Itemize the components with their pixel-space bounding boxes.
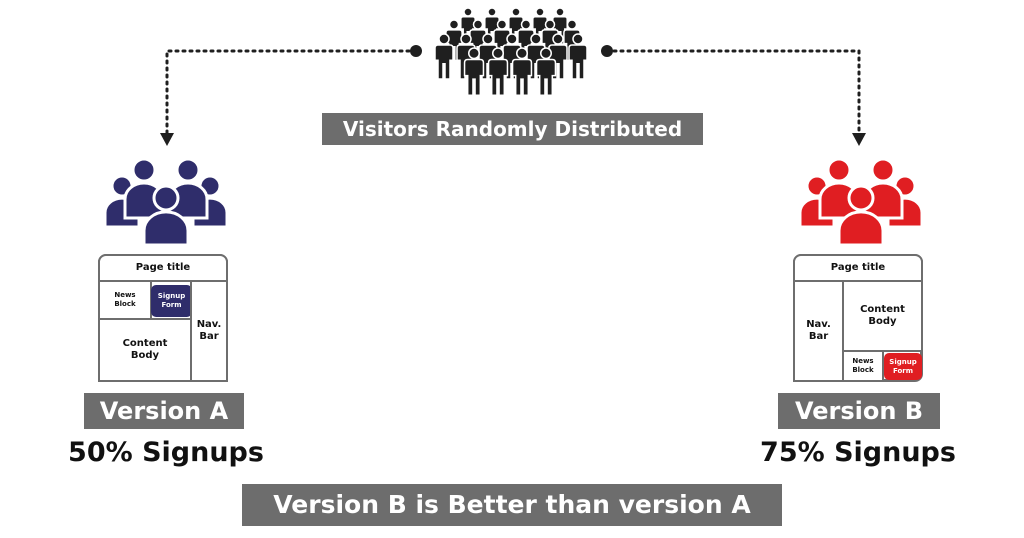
wireframe-content-body: Content Body [842,280,923,352]
version-b-label: Version B [778,393,940,429]
user-group-icon [799,157,923,244]
wireframe-content-body: Content Body [98,318,192,382]
wireframe-page-title: Page title [98,254,228,282]
wireframe-news-block: News Block [98,280,152,320]
version-b-result: 75% Signups [760,437,956,468]
connector-left [160,45,422,146]
arrow-down-icon [160,133,174,146]
wireframe-nav-bar: Nav. Bar [190,280,228,382]
wireframe-nav-bar: Nav. Bar [793,280,844,382]
crowd-icon [434,7,588,96]
wireframe-version-a: Page title News Block Signup Form Conten… [98,254,228,382]
version-a-label: Version A [84,393,244,429]
conclusion-banner: Version B is Better than version A [242,484,782,526]
wireframe-version-b: Page title Nav. Bar Content Body News Bl… [793,254,923,382]
wireframe-signup-form: Signup Form [884,353,922,380]
user-group-icon [104,157,228,244]
connector-right [601,45,866,146]
wireframe-news-block: News Block [842,350,884,382]
caption-label: Visitors Randomly Distributed [322,113,703,145]
wireframe-signup-form: Signup Form [151,285,192,317]
version-a-result: 50% Signups [68,437,264,468]
arrow-down-icon [852,133,866,146]
wireframe-page-title: Page title [793,254,923,282]
